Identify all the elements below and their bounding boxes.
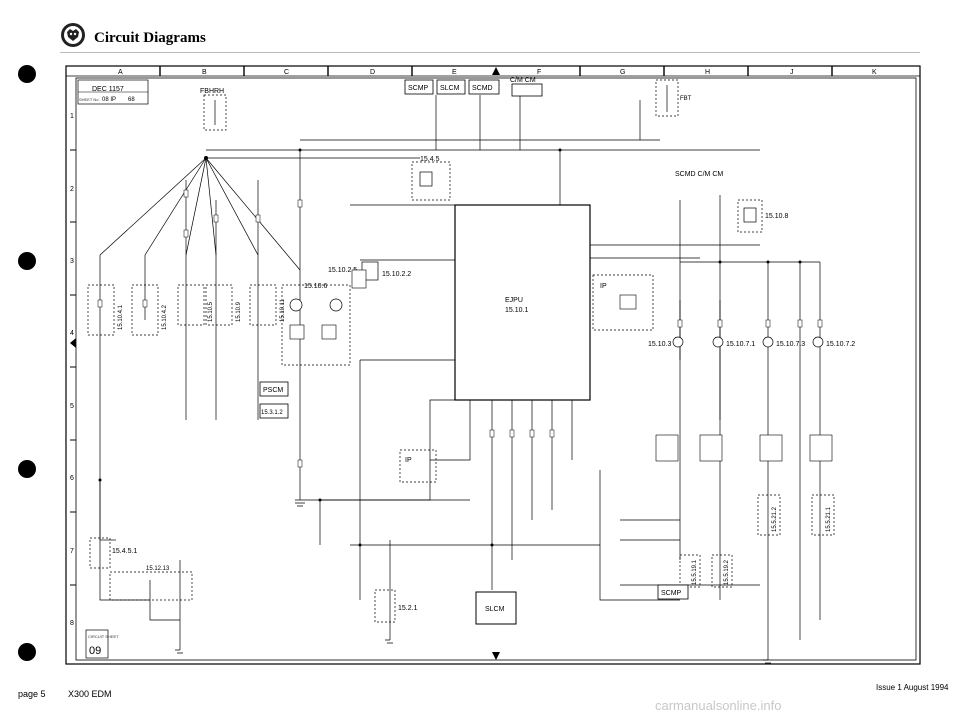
lamp-group-15-10-6: 15.10.6 15.10.2.5 [281, 267, 367, 366]
ref-15-10-4-2: 15.10.4.2 [162, 304, 168, 330]
grid-col-label: D [370, 69, 375, 76]
grid-row-label: 1 [70, 113, 74, 120]
ref-15-4-5-1: 15.4.5.1 [112, 548, 137, 555]
grid-row-label: 7 [70, 548, 74, 555]
ref-15-10-7-1: 15.10.7.1 [726, 341, 755, 348]
ip-mid-label: IP [405, 457, 412, 464]
footer-issue: Issue 1 August 1994 [876, 683, 949, 692]
grid-col-label: A [118, 69, 123, 76]
title-block-sheet: 08 IP [102, 97, 116, 103]
fbt-label: FBT [680, 96, 692, 102]
left-bottom-components: 15.4.5.1 15.12.13 [89, 537, 193, 601]
ref-15-10-8: 15.10.8 [765, 213, 788, 220]
grid-col-label: G [620, 69, 625, 76]
ref-15-10-3: 15.10.3 [648, 341, 671, 348]
grid-row-label: 6 [70, 475, 74, 482]
grid-row-labels: 1 2 3 4 5 6 7 8 [70, 113, 74, 627]
footer-watermark: carmanualsonline.info [655, 698, 782, 713]
right-module-group: SCMD C/M CM 15.10.8 [675, 171, 788, 233]
slcm-bottom: SLCM [475, 591, 517, 625]
cm-cm-label: C/M CM [510, 77, 536, 84]
grid-col-label: K [872, 69, 877, 76]
right-vertical-refs: 15.5.21.1 15.5.21.2 15.5.19.1 15.5.19.2 [679, 494, 835, 588]
ecu-name: EJPU [505, 297, 523, 304]
right-lamp-row: 15.10.3 15.10.7.1 15.10.7.3 15.10.7.2 [648, 336, 855, 348]
slcm-bottom-label: SLCM [485, 606, 505, 613]
ref-15-3-1-2: 15.3.1.2 [261, 410, 283, 416]
ref-15-2-1: 15.2.1 [398, 605, 418, 612]
title-block-date: DEC 1157 [92, 86, 124, 93]
binder-hole [18, 643, 36, 661]
scmd-cm-cm-label: SCMD C/M CM [675, 171, 723, 178]
grid-row-label: 5 [70, 403, 74, 410]
ref-15-10-4-1: 15.10.4.1 [118, 304, 124, 330]
grid-col-label: B [202, 69, 207, 76]
wiring [99, 95, 821, 660]
page-box: CIRCUIT SHEET 09 [85, 629, 119, 659]
scmd-label: SCMD [472, 85, 493, 92]
ref-15-5-19-2: 15.5.19.2 [724, 559, 730, 585]
ref-15-4-5: 15.4.5 [420, 156, 440, 163]
ref-15-10-2-2: 15.10.2.2 [382, 271, 411, 278]
grid-row-label: 2 [70, 186, 74, 193]
ref-15-5-21-2: 15.5.21.2 [772, 506, 778, 532]
fbhrh-label: FBHRH [200, 88, 224, 95]
relay-15-10-2-2: 15.10.2.2 [361, 261, 411, 281]
ref-15-5-19-1: 15.5.19.1 [692, 559, 698, 585]
grid-column-labels: A B C D E F G H J K [118, 69, 877, 76]
grid-row-label: 8 [70, 620, 74, 627]
grid-row-label: 3 [70, 258, 74, 265]
page-title: Circuit Diagrams [94, 30, 206, 46]
grid-col-label: J [790, 69, 794, 76]
pscm-module: PSCM 15.3.1.2 [259, 381, 289, 419]
title-block-sheet-label: SHEET No. [79, 97, 100, 102]
scmp-label: SCMP [408, 85, 429, 92]
grid-col-label: E [452, 69, 457, 76]
scmp-bottom: SCMP [657, 584, 689, 600]
slcm-label: SLCM [440, 85, 460, 92]
jaguar-emblem-icon [61, 23, 85, 47]
ground-symbols [175, 499, 771, 664]
ip-box-mid: IP [399, 449, 437, 483]
page-box-caption: CIRCUIT SHEET [88, 634, 119, 639]
ref-15-10-11: 15.10.11 [280, 298, 286, 322]
ref-15-12-13: 15.12.13 [146, 566, 170, 572]
fuse-box-right: FBT [655, 79, 692, 117]
ref-15-10-5: 15.10.5 [208, 301, 214, 322]
grid-col-label: F [537, 69, 541, 76]
ecu-ref: 15.10.1 [505, 307, 528, 314]
fuse-box-top: FBHRH [200, 88, 227, 131]
header-divider [60, 52, 920, 53]
ip-box-top: IP [592, 274, 654, 331]
switch-15-2-1: 15.2.1 [374, 589, 418, 623]
diagram-frame [65, 65, 921, 665]
ref-15-5-21-1: 15.5.21.1 [826, 506, 832, 532]
grid-col-label: C [284, 69, 289, 76]
title-block-rev: 68 [128, 97, 135, 103]
ref-15-10-7-3: 15.10.7.3 [776, 341, 805, 348]
footer-page: page 5 [18, 689, 46, 699]
scmp-bottom-label: SCMP [661, 590, 682, 597]
grid-row-label: 4 [70, 330, 74, 337]
binder-hole [18, 252, 36, 270]
binder-hole [18, 65, 36, 83]
top-module-labels: SCMP SLCM SCMD C/M CM [404, 77, 543, 97]
ref-15-10-6: 15.10.6 [304, 283, 327, 290]
binder-hole [18, 460, 36, 478]
grid-col-label: H [705, 69, 710, 76]
ref-15-10-9: 15.10.9 [236, 301, 242, 322]
page-box-number: 09 [89, 645, 101, 657]
ecu-module: EJPU 15.10.1 [454, 204, 591, 401]
relay-15-4-5: 15.4.5 [411, 156, 451, 201]
ref-15-10-2-5: 15.10.2.5 [328, 267, 357, 274]
footer-model: X300 EDM [68, 689, 112, 699]
title-block: DEC 1157 SHEET No. 08 IP 68 [77, 79, 149, 105]
pscm-label: PSCM [263, 387, 283, 394]
left-switch-group: 15.10.4.1 15.10.4.2 15.10.5 15.10.9 15.1… [87, 284, 286, 336]
right-connector-blocks [655, 434, 833, 462]
ref-15-10-7-2: 15.10.7.2 [826, 341, 855, 348]
ip-top-label: IP [600, 283, 607, 290]
